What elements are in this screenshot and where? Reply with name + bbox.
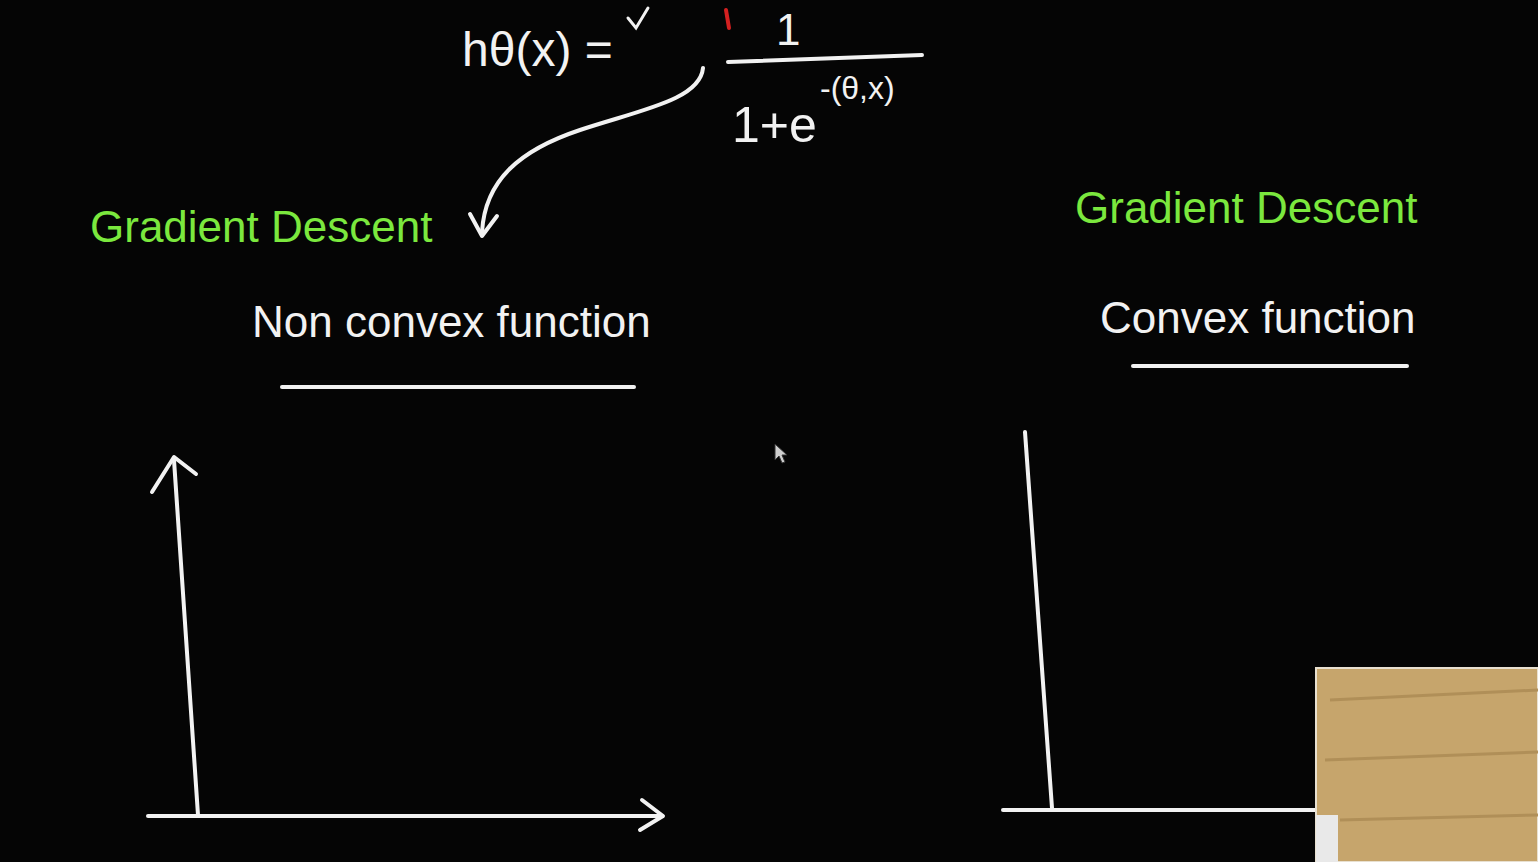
webcam-object [1316,815,1338,862]
underline [1133,364,1407,368]
underline [282,385,634,389]
axis-arrow-head [152,457,196,492]
curved-arrow [482,68,703,232]
x-axis [148,814,662,818]
subheading: Non convex function [252,300,651,344]
x-axis [1003,808,1330,812]
y-axis [174,460,198,815]
formula-lhs: hθ(x) = [462,26,613,74]
y-axis [1025,432,1052,808]
denominator: 1+e [732,100,817,150]
arrow-head [470,214,497,236]
fraction-bar [728,55,922,62]
section-heading: Gradient Descent [90,205,432,249]
wood-grain [1325,690,1538,820]
check-mark [628,8,648,28]
webcam-overlay [1316,668,1538,862]
section-heading: Gradient Descent [1075,186,1417,230]
red-tick [726,10,729,28]
axis-arrow-head [640,800,663,830]
webcam-border [1316,668,1538,862]
numerator: 1 [776,8,800,52]
exponent: -(θ,x) [820,72,895,104]
mouse-cursor [775,444,787,463]
subheading: Convex function [1100,296,1416,340]
